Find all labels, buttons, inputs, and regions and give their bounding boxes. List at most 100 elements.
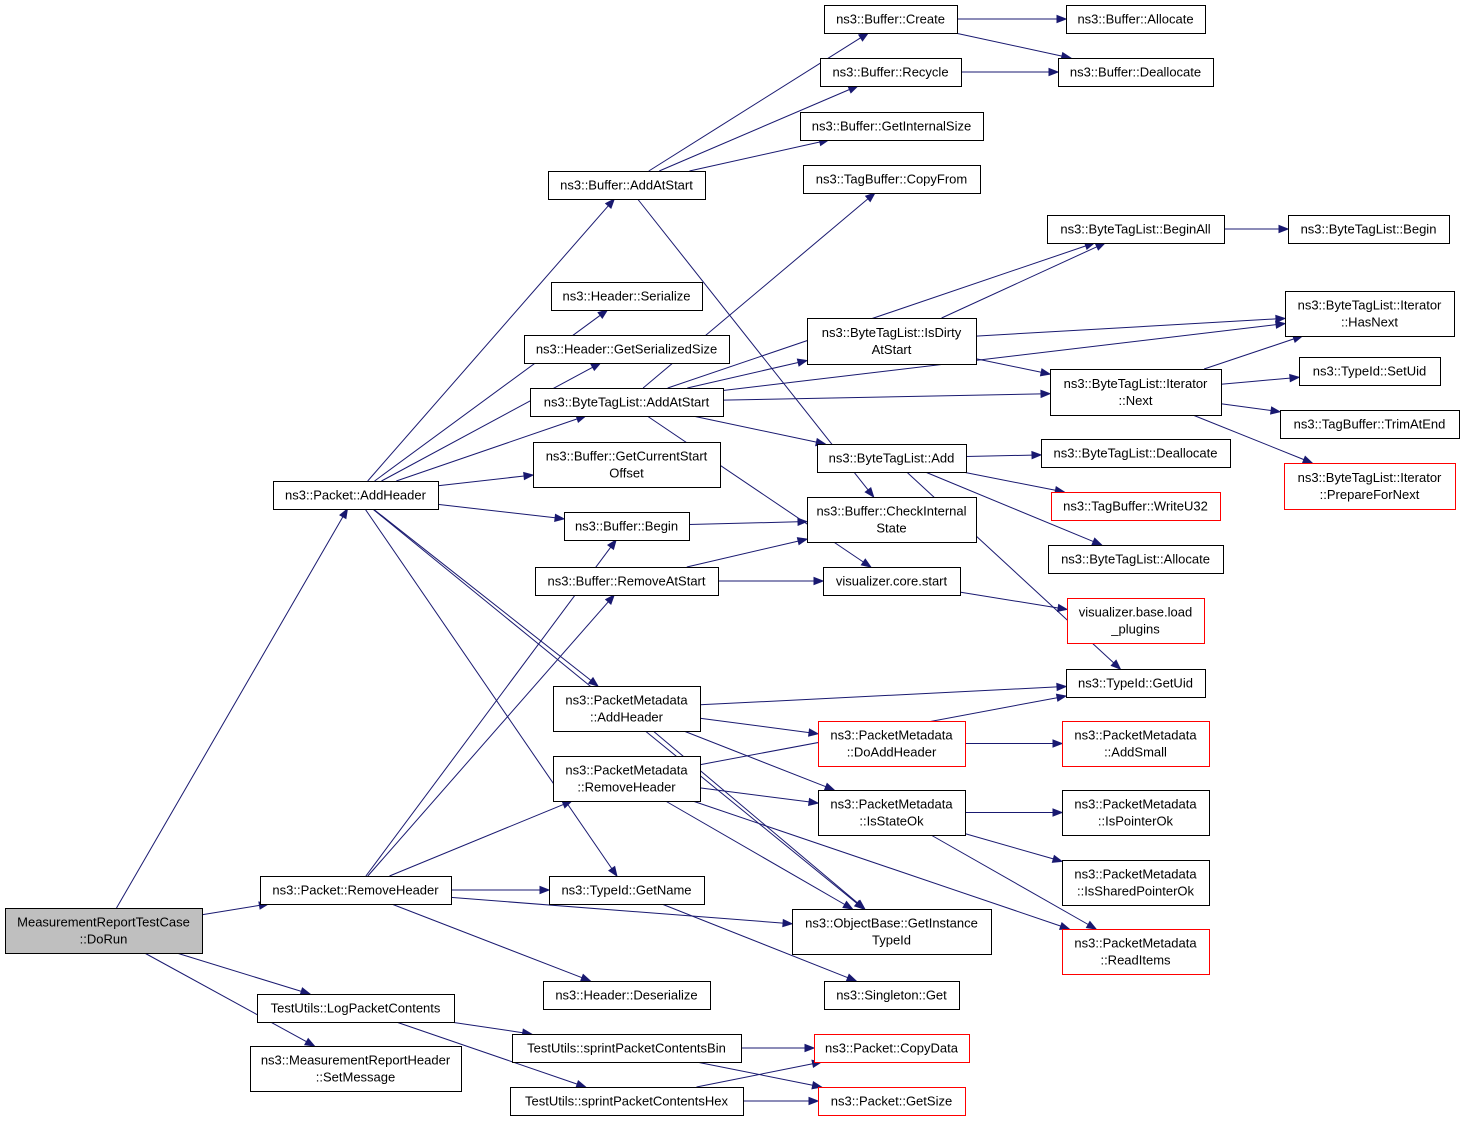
node-btl-iter-next[interactable]: ns3::ByteTagList::Iterator::Next: [1050, 369, 1222, 416]
node-buf-addatstart[interactable]: ns3::Buffer::AddAtStart: [548, 171, 706, 200]
edge-pm-isstateok-to-pm-issharedptrok: [964, 833, 1064, 863]
edge-pm-isstateok-to-pm-ispointerok: [965, 808, 1064, 817]
node-buf-begin[interactable]: ns3::Buffer::Begin: [564, 512, 690, 541]
node-buf-recycle[interactable]: ns3::Buffer::Recycle: [820, 58, 962, 87]
edge-btl-addatstart-to-btl-iter-hasnext: [722, 320, 1287, 391]
edge-btl-addatstart-to-btl-iter-next: [722, 389, 1052, 401]
edge-arrowhead: [842, 900, 854, 910]
node-btl-allocate[interactable]: ns3::ByteTagList::Allocate: [1048, 545, 1224, 574]
edge-arrowhead: [608, 865, 618, 878]
node-box: [823, 567, 961, 596]
node-tagbuf-trimatend[interactable]: ns3::TagBuffer::TrimAtEnd: [1280, 410, 1460, 439]
node-label: ns3::Buffer::CheckInternal: [816, 504, 966, 519]
node-tagbuf-writeu32[interactable]: ns3::TagBuffer::WriteU32: [1051, 492, 1221, 521]
edge-arrowhead: [587, 676, 599, 687]
edge-line: [964, 833, 1054, 860]
node-removeheader[interactable]: ns3::Packet::RemoveHeader: [260, 876, 452, 905]
node-pm-doaddheader[interactable]: ns3::PacketMetadata::DoAddHeader: [818, 721, 966, 767]
edge-btl-iter-next-to-tagbuf-trimatend: [1220, 403, 1282, 415]
node-btl-begin[interactable]: ns3::ByteTagList::Begin: [1288, 215, 1450, 244]
edge-line: [437, 475, 525, 487]
node-pm-addheader[interactable]: ns3::PacketMetadata::AddHeader: [553, 686, 701, 732]
node-pm-addsmall[interactable]: ns3::PacketMetadata::AddSmall: [1062, 721, 1210, 767]
node-singleton-get[interactable]: ns3::Singleton::Get: [824, 981, 960, 1010]
node-label: Offset: [609, 466, 644, 481]
node-btl-iter-hasnext[interactable]: ns3::ByteTagList::Iterator::HasNext: [1285, 291, 1455, 337]
edge-arrowhead: [1275, 320, 1287, 329]
node-pm-issharedptrok[interactable]: ns3::PacketMetadata::IsSharedPointerOk: [1062, 860, 1210, 906]
node-packet-getsize[interactable]: ns3::Packet::GetSize: [818, 1087, 966, 1116]
node-pm-isstateok[interactable]: ns3::PacketMetadata::IsStateOk: [818, 790, 966, 836]
node-btl-deallocate[interactable]: ns3::ByteTagList::Deallocate: [1041, 439, 1231, 468]
node-label: AtStart: [872, 342, 912, 357]
node-sprint-hex[interactable]: TestUtils::sprintPacketContentsHex: [510, 1087, 744, 1116]
node-btl-iter-prepare[interactable]: ns3::ByteTagList::Iterator::PrepareForNe…: [1284, 463, 1456, 510]
edge-line: [176, 952, 302, 992]
node-typeid-setuid[interactable]: ns3::TypeId::SetUid: [1299, 357, 1441, 386]
edge-buf-addatstart-to-buf-create: [648, 32, 870, 172]
edge-arrowhead: [304, 1037, 316, 1047]
node-box: [1285, 291, 1455, 337]
node-vis-base-load[interactable]: visualizer.base.load_plugins: [1067, 598, 1205, 644]
node-hdr-serialize[interactable]: ns3::Header::Serialize: [551, 282, 703, 311]
node-label: ns3::TagBuffer::TrimAtEnd: [1294, 417, 1446, 432]
node-hdr-deserialize[interactable]: ns3::Header::Deserialize: [543, 981, 711, 1010]
edge-arrowhead: [797, 517, 809, 527]
node-label: TypeId: [872, 933, 911, 948]
node-box: [553, 686, 701, 732]
edge-addheader-to-pm-addheader: [372, 508, 599, 687]
node-buf-allocate[interactable]: ns3::Buffer::Allocate: [1066, 5, 1206, 34]
node-box: [551, 282, 703, 311]
node-buf-getinternalsize[interactable]: ns3::Buffer::GetInternalSize: [800, 112, 984, 141]
node-buf-removeatstart[interactable]: ns3::Buffer::RemoveAtStart: [535, 567, 719, 596]
edge-arrowhead: [1289, 373, 1301, 383]
node-label: ns3::ByteTagList::IsDirty: [822, 325, 962, 340]
node-buf-deallocate[interactable]: ns3::Buffer::Deallocate: [1058, 58, 1214, 87]
edge-line: [965, 454, 1033, 457]
node-box: [548, 171, 706, 200]
node-packet-copydata[interactable]: ns3::Packet::CopyData: [814, 1034, 970, 1063]
node-box: [5, 908, 203, 954]
node-btl-add[interactable]: ns3::ByteTagList::Add: [817, 444, 967, 473]
edge-arrowhead: [1056, 14, 1068, 24]
node-typeid-getuid[interactable]: ns3::TypeId::GetUid: [1066, 669, 1206, 698]
node-tagbuf-copyfrom[interactable]: ns3::TagBuffer::CopyFrom: [803, 165, 981, 194]
edge-line: [722, 324, 1277, 391]
node-addheader[interactable]: ns3::Packet::AddHeader: [273, 481, 439, 510]
node-hdr-getsersize[interactable]: ns3::Header::GetSerializedSize: [524, 335, 730, 364]
edge-arrowhead: [1091, 537, 1103, 546]
node-box: [824, 5, 958, 34]
node-label: TestUtils::sprintPacketContentsBin: [527, 1041, 726, 1056]
node-setmessage[interactable]: ns3::MeasurementReportHeader::SetMessage: [250, 1046, 462, 1092]
node-pm-ispointerok[interactable]: ns3::PacketMetadata::IsPointerOk: [1062, 790, 1210, 836]
edge-btl-addatstart-to-vis-core-start: [646, 415, 872, 568]
edge-arrowhead: [782, 918, 794, 928]
node-btl-beginall[interactable]: ns3::ByteTagList::BeginAll: [1047, 215, 1225, 244]
edge-line: [367, 601, 609, 877]
edge-arrowhead: [808, 797, 820, 807]
node-box: [1048, 545, 1224, 574]
node-label: ns3::Buffer::Recycle: [832, 65, 948, 80]
edge-btl-iter-next-to-btl-iter-hasnext: [1203, 334, 1304, 370]
node-sprint-bin[interactable]: TestUtils::sprintPacketContentsBin: [512, 1034, 742, 1063]
node-root[interactable]: MeasurementReportTestCase::DoRun: [5, 908, 203, 954]
node-box: [1062, 929, 1210, 975]
edge-line: [659, 89, 850, 172]
node-label: ns3::ObjectBase::GetInstance: [805, 916, 978, 931]
edge-arrowhead: [845, 973, 858, 982]
node-label: ns3::MeasurementReportHeader: [261, 1053, 451, 1068]
node-typeid-getname[interactable]: ns3::TypeId::GetName: [549, 876, 705, 905]
node-btl-addatstart[interactable]: ns3::ByteTagList::AddAtStart: [530, 388, 724, 417]
edge-btl-iter-next-to-typeid-setuid: [1220, 373, 1301, 385]
edge-line: [665, 800, 845, 905]
node-buf-create[interactable]: ns3::Buffer::Create: [824, 5, 958, 34]
node-pm-readitems[interactable]: ns3::PacketMetadata::ReadItems: [1062, 929, 1210, 975]
node-vis-core-start[interactable]: visualizer.core.start: [823, 567, 961, 596]
node-label: ns3::Buffer::Deallocate: [1070, 65, 1201, 80]
node-logpacket[interactable]: TestUtils::LogPacketContents: [257, 994, 455, 1023]
node-pm-removeheader[interactable]: ns3::PacketMetadata::RemoveHeader: [553, 756, 701, 802]
